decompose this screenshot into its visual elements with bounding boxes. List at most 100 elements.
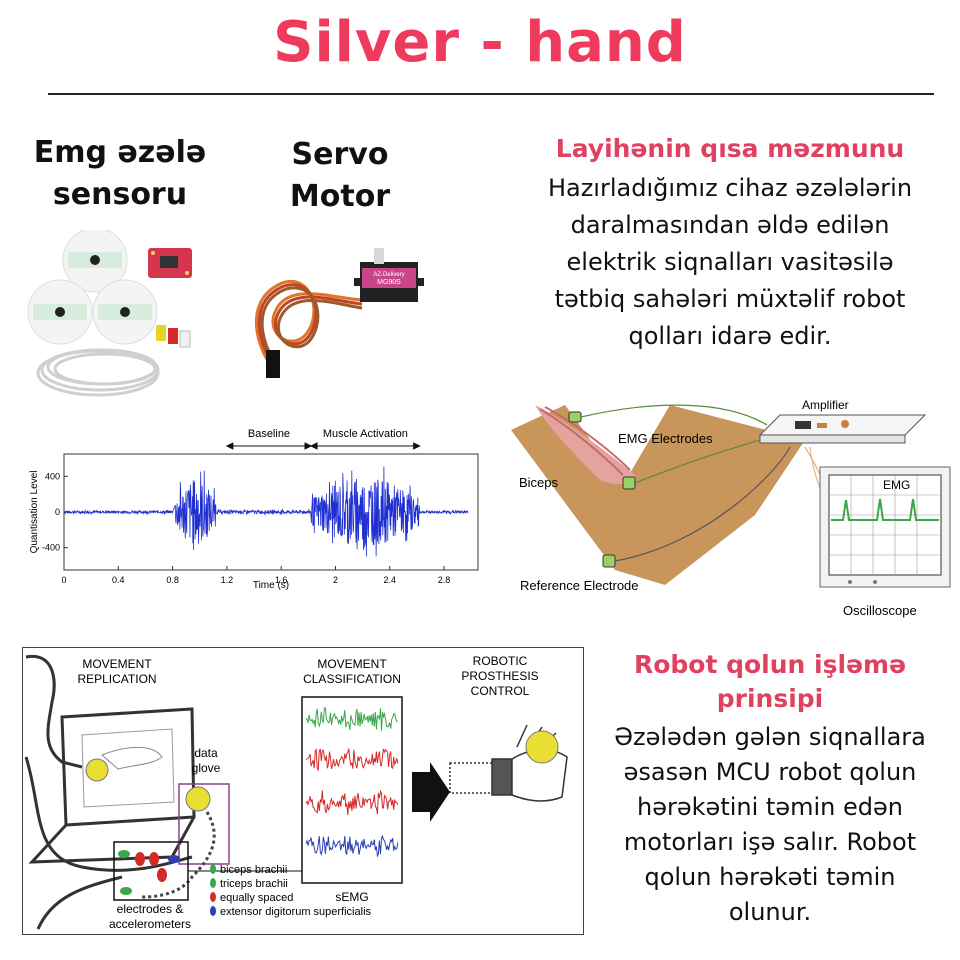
semg-trace bbox=[305, 834, 399, 858]
text-line: hərəkətini təmin edən bbox=[637, 793, 903, 821]
text-line: daralmasından əldə edilən bbox=[570, 211, 890, 239]
x-tick-label: 0.8 bbox=[166, 575, 179, 585]
prosthesis-control-diagram: MOVEMENT REPLICATION MOVEMENT CLASSIFICA… bbox=[22, 647, 584, 935]
robot-arm-heading: Robot qolun işləmə prinsipi bbox=[600, 648, 940, 716]
legend-swatch bbox=[210, 906, 216, 916]
arrow-right-icon bbox=[412, 762, 450, 822]
annotation-muscle-activation: Muscle Activation bbox=[323, 428, 408, 440]
emg-sensor-label: Emg əzələ sensoru bbox=[20, 132, 220, 216]
emg-screen-label: EMG bbox=[883, 478, 910, 492]
electrode-pad bbox=[27, 279, 93, 345]
emg-electrode bbox=[568, 411, 582, 423]
robot-arm-text: Əzələdən gələn siqnallara əsasən MCU robo… bbox=[590, 720, 950, 930]
semg-label: sEMG bbox=[335, 890, 368, 904]
monitor bbox=[28, 707, 196, 864]
legend-swatch bbox=[210, 864, 216, 874]
oscilloscope bbox=[819, 466, 951, 588]
servo-motor-label-line1: Servo bbox=[291, 137, 389, 172]
x-tick-label: 1.6 bbox=[275, 575, 288, 585]
robotic-title-3: CONTROL bbox=[471, 684, 530, 698]
servo-plug bbox=[266, 350, 280, 378]
emg-sensor-label-line2: sensoru bbox=[52, 177, 188, 212]
legend-swatch bbox=[210, 892, 216, 902]
y-tick-label: -400 bbox=[42, 543, 60, 553]
electrode-pad bbox=[62, 230, 128, 293]
emg-signal-chart: Baseline Muscle Activation 0 0.4 0.8 1.2 1.6… bbox=[29, 428, 479, 591]
text-line: motorları işə salır. Robot bbox=[623, 828, 917, 856]
robot-arm-heading-line2: prinsipi bbox=[716, 684, 824, 713]
servo-model-label: MG90S bbox=[377, 279, 401, 286]
emg-signal-line bbox=[63, 466, 469, 557]
data-glove-label-1: data bbox=[194, 746, 218, 760]
arrow-head-icon bbox=[225, 442, 234, 450]
legend-label: triceps brachii bbox=[220, 878, 288, 890]
x-tick-label: 2 bbox=[333, 575, 338, 585]
x-tick-label: 2.4 bbox=[384, 575, 397, 585]
movement-classification-title-1: MOVEMENT bbox=[317, 657, 387, 671]
arrow-head-icon bbox=[304, 442, 313, 450]
robot-arm-heading-line1: Robot qolun işləmə bbox=[633, 650, 907, 679]
annotation-baseline: Baseline bbox=[248, 428, 290, 440]
summary-text: Hazırladığımız cihaz əzələlərin daralması… bbox=[520, 170, 940, 355]
y-tick-label: 400 bbox=[45, 471, 60, 481]
annotation-arrows bbox=[225, 442, 421, 450]
title-divider bbox=[48, 93, 934, 95]
servo-wires bbox=[254, 279, 363, 369]
biceps-muscle bbox=[535, 405, 635, 485]
reference-electrode bbox=[602, 554, 616, 568]
legend-label: extensor digitorum superficialis bbox=[220, 906, 372, 918]
oscilloscope-label: Oscilloscope bbox=[843, 603, 917, 618]
x-tick-label: 1.2 bbox=[221, 575, 234, 585]
cable-coil bbox=[36, 348, 160, 397]
servo-motor-label: Servo Motor bbox=[250, 134, 430, 218]
page-title: Silver - hand bbox=[273, 10, 687, 75]
emg-sensor-image bbox=[27, 230, 192, 397]
y-axis-ticks: 400 0 -400 bbox=[42, 471, 68, 553]
x-tick-label: 0.4 bbox=[112, 575, 125, 585]
muscle-legend: biceps brachii triceps brachii equally spa… bbox=[210, 864, 372, 918]
text-line: Əzələdən gələn siqnallara bbox=[614, 723, 926, 751]
sensor-board bbox=[148, 248, 192, 278]
arrow-head-icon bbox=[309, 442, 318, 450]
text-line: tətbiq sahələri müxtəlif robot bbox=[554, 285, 906, 313]
emg-sensor-label-line1: Emg əzələ bbox=[33, 135, 207, 170]
summary-heading: Layihənin qısa məzmunu bbox=[555, 134, 905, 163]
electrodes-label-2: accelerometers bbox=[109, 917, 191, 931]
data-glove-label-2: glove bbox=[192, 761, 221, 775]
electrode-pad bbox=[92, 279, 158, 345]
semg-trace bbox=[305, 707, 398, 731]
electrodes-label-1: electrodes & bbox=[117, 902, 184, 916]
biceps-label: Biceps bbox=[519, 475, 559, 490]
servo-motor-image: AZ-Delivery MG90S bbox=[254, 248, 424, 378]
y-axis-label: Quantisation Level bbox=[29, 471, 40, 554]
text-line: əsasən MCU robot qolun bbox=[623, 758, 917, 786]
movement-replication-title-2: REPLICATION bbox=[77, 672, 156, 686]
robotic-title-1: ROBOTIC bbox=[473, 654, 528, 668]
x-axis-label: Time (s) bbox=[253, 580, 289, 591]
emg-electrodes-label: EMG Electrodes bbox=[618, 431, 713, 446]
x-tick-label: 2.8 bbox=[438, 575, 451, 585]
semg-trace bbox=[305, 789, 399, 816]
movement-classification-title-2: CLASSIFICATION bbox=[303, 672, 401, 686]
legend-label: biceps brachii bbox=[220, 864, 287, 876]
semg-trace bbox=[305, 747, 399, 771]
semg-traces bbox=[305, 707, 399, 858]
text-line: olunur. bbox=[728, 898, 812, 926]
legend-label: equally spaced bbox=[220, 892, 293, 904]
emg-electrode bbox=[622, 476, 636, 490]
text-line: qolları idarə edir. bbox=[628, 322, 832, 350]
semg-box bbox=[301, 696, 403, 884]
servo-brand-label: AZ-Delivery bbox=[373, 272, 404, 278]
x-tick-label: 0 bbox=[61, 575, 66, 585]
text-line: Hazırladığımız cihaz əzələlərin bbox=[547, 174, 913, 202]
text-line: qolun hərəkəti təmin bbox=[644, 863, 896, 891]
servo-body: AZ-Delivery MG90S bbox=[354, 248, 424, 302]
reference-electrode-label: Reference Electrode bbox=[520, 578, 639, 593]
arrow-head-icon bbox=[413, 442, 421, 450]
legend-swatch bbox=[210, 878, 216, 888]
snap-connectors bbox=[156, 325, 191, 348]
emg-circuit-diagram: Amplifier EMG Electrodes Biceps Referenc… bbox=[511, 398, 951, 618]
amplifier-label: Amplifier bbox=[802, 398, 849, 412]
y-tick-label: 0 bbox=[55, 507, 60, 517]
x-axis-ticks: 0 0.4 0.8 1.2 1.6 2 2.4 2.8 bbox=[61, 566, 450, 585]
